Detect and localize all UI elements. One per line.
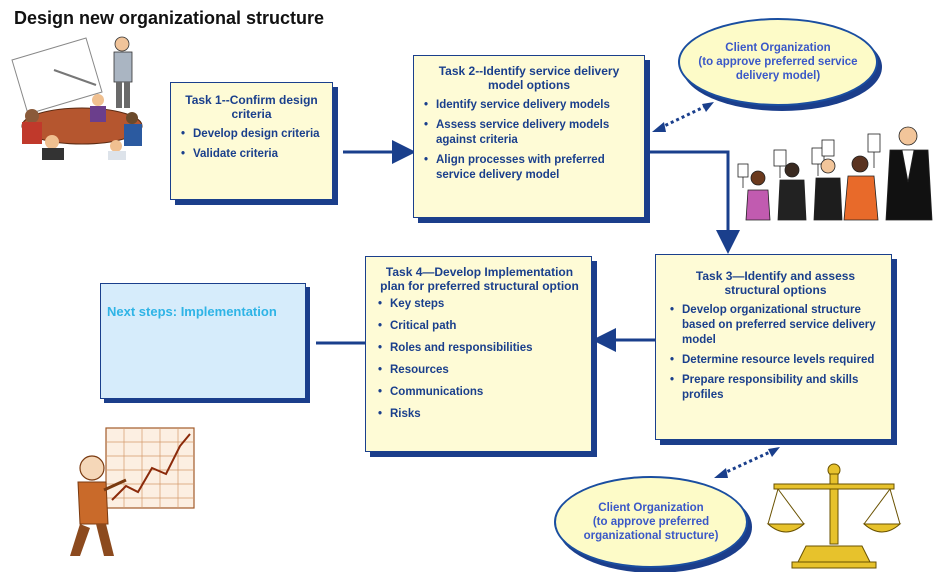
dashed-arrow-client-bottom <box>721 450 771 476</box>
list-item: Critical path <box>376 319 583 334</box>
list-item: Roles and responsibilities <box>376 341 583 356</box>
client-bottom-title: Client Organization <box>598 502 704 514</box>
arrow-task2-task3 <box>650 150 740 254</box>
task1-box: Task 1--Confirm design criteria Develop … <box>170 82 333 200</box>
list-item: Develop organizational structure based o… <box>668 303 883 348</box>
client-top-title: Client Organization <box>725 42 831 54</box>
task2-header: Task 2--Identify service delivery model … <box>438 64 620 92</box>
task3-header: Task 3—Identify and assess structural op… <box>695 269 856 297</box>
list-item: Determine resource levels required <box>668 353 883 368</box>
task3-box: Task 3—Identify and assess structural op… <box>655 254 892 440</box>
page-title: Design new organizational structure <box>14 8 325 28</box>
task4-box: Task 4—Develop Implementation plan for p… <box>365 256 592 452</box>
client-organization-bottom: Client Organization (to approve preferre… <box>554 476 748 568</box>
scales-clipart <box>766 463 902 569</box>
task2-list: Identify service delivery models Assess … <box>422 98 636 183</box>
list-item: Develop design criteria <box>179 127 324 142</box>
list-item: Align processes with preferred service d… <box>422 153 636 183</box>
list-item: Key steps <box>376 297 583 312</box>
list-item: Identify service delivery models <box>422 98 636 113</box>
list-item: Assess service delivery models against c… <box>422 118 636 148</box>
presenter-chart-clipart <box>70 427 195 556</box>
client-bottom-subtitle: (to approve preferred organizational str… <box>583 516 719 542</box>
task2-box: Task 2--Identify service delivery model … <box>413 55 645 218</box>
client-organization-top: Client Organization (to approve preferre… <box>678 18 878 106</box>
list-item: Prepare responsibility and skills profil… <box>668 373 883 403</box>
list-item: Risks <box>376 407 583 422</box>
next-steps-box: Next steps: Implementation <box>100 283 306 399</box>
task3-list: Develop organizational structure based o… <box>668 303 883 403</box>
list-item: Communications <box>376 385 583 400</box>
task4-list: Key steps Critical path Roles and respon… <box>376 297 583 422</box>
task1-list: Develop design criteria Validate criteri… <box>179 127 324 162</box>
client-top-subtitle: (to approve preferred service delivery m… <box>698 56 858 82</box>
list-item: Validate criteria <box>179 147 324 162</box>
task4-header: Task 4—Develop Implementation plan for p… <box>380 265 579 293</box>
next-steps-label: Next steps: Implementation <box>107 304 277 319</box>
meeting-clipart <box>11 36 143 160</box>
list-item: Resources <box>376 363 583 378</box>
voting-people-clipart <box>737 126 933 221</box>
task1-header: Task 1--Confirm design criteria <box>185 93 318 121</box>
dashed-arrow-client-top <box>659 104 707 130</box>
